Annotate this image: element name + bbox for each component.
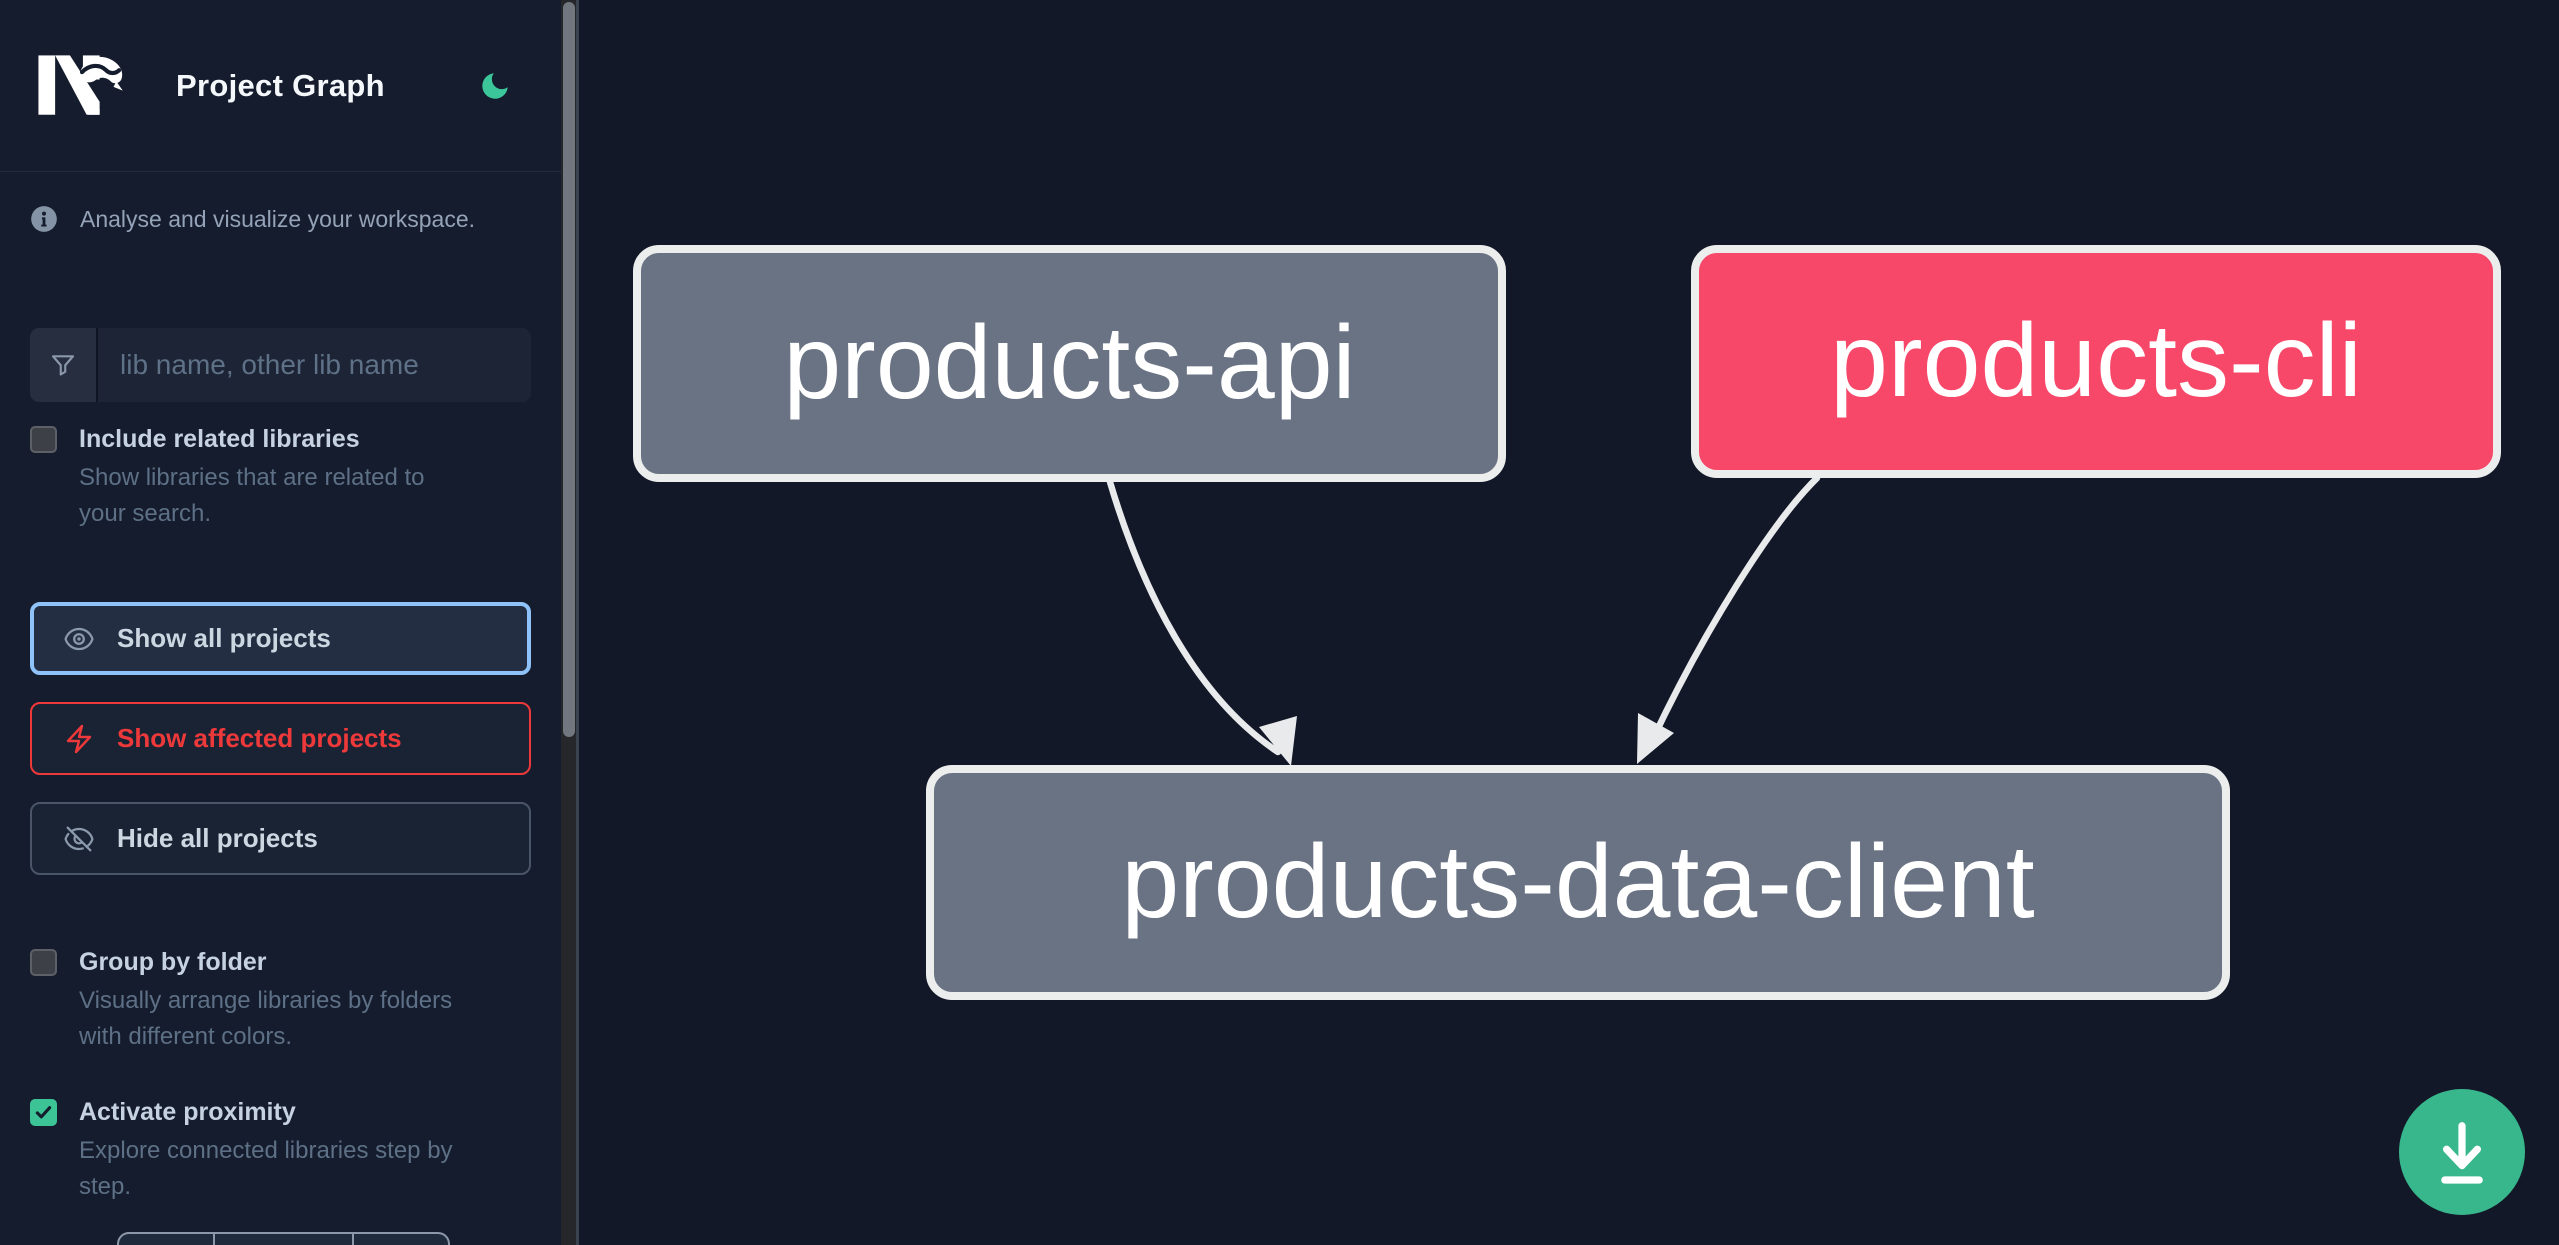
eye-off-icon bbox=[64, 826, 94, 851]
workspace-tagline: Analyse and visualize your workspace. bbox=[30, 205, 531, 233]
group-by-folder-description: Visually arrange libraries by folders wi… bbox=[79, 987, 453, 1050]
download-graph-button[interactable] bbox=[2399, 1089, 2525, 1215]
nx-logo-icon bbox=[38, 54, 123, 115]
page-title: Project Graph bbox=[176, 67, 385, 103]
node-products-data-client[interactable]: products-data-client bbox=[926, 765, 2230, 1000]
hide-all-projects-button[interactable]: Hide all projects bbox=[30, 802, 531, 875]
sidebar-header: Project Graph bbox=[0, 0, 561, 172]
include-related-checkbox[interactable] bbox=[30, 426, 57, 453]
activate-proximity-description: Explore connected libraries step by step… bbox=[79, 1137, 453, 1200]
node-label: products-api bbox=[783, 305, 1356, 421]
check-icon bbox=[35, 1106, 52, 1119]
project-actions: Show all projects Show affected projects… bbox=[30, 602, 531, 875]
activate-proximity-label: Activate proximity bbox=[79, 1098, 296, 1126]
sidebar-scrollbar-track[interactable] bbox=[561, 0, 576, 1245]
option-activate-proximity[interactable]: Activate proximity Explore connected lib… bbox=[30, 1097, 531, 1205]
sidebar-scrollbar-thumb[interactable] bbox=[562, 2, 575, 737]
include-related-label: Include related libraries bbox=[79, 425, 360, 453]
node-products-cli[interactable]: products-cli bbox=[1691, 245, 2501, 478]
proximity-value bbox=[213, 1234, 354, 1245]
search-box bbox=[30, 328, 531, 402]
group-by-folder-checkbox[interactable] bbox=[30, 949, 57, 976]
group-by-folder-label: Group by folder bbox=[79, 948, 267, 976]
show-affected-projects-label: Show affected projects bbox=[117, 723, 402, 753]
download-icon bbox=[2441, 1122, 2483, 1184]
info-icon bbox=[31, 206, 57, 232]
bolt-icon bbox=[66, 724, 92, 753]
proximity-increment-button[interactable] bbox=[354, 1234, 448, 1245]
sidebar-body: Analyse and visualize your workspace. In… bbox=[0, 205, 561, 1245]
proximity-decrement-button[interactable] bbox=[119, 1234, 213, 1245]
theme-toggle-button[interactable] bbox=[475, 66, 515, 106]
search-input[interactable] bbox=[98, 328, 531, 402]
node-label: products-cli bbox=[1830, 303, 2362, 419]
option-include-related[interactable]: Include related libraries Show libraries… bbox=[30, 424, 531, 532]
moon-icon bbox=[482, 72, 508, 99]
funnel-icon bbox=[51, 355, 75, 376]
eye-icon bbox=[64, 627, 94, 650]
show-affected-projects-button[interactable]: Show affected projects bbox=[30, 702, 531, 775]
tagline-text: Analyse and visualize your workspace. bbox=[80, 205, 476, 232]
graph-canvas[interactable] bbox=[579, 0, 2559, 1245]
search-icon-cell bbox=[30, 328, 98, 402]
activate-proximity-checkbox[interactable] bbox=[30, 1099, 57, 1126]
include-related-description: Show libraries that are related to your … bbox=[79, 464, 425, 527]
node-label: products-data-client bbox=[1121, 824, 2035, 940]
node-products-api[interactable]: products-api bbox=[633, 245, 1506, 482]
proximity-stepper bbox=[117, 1232, 450, 1245]
show-all-projects-button[interactable]: Show all projects bbox=[30, 602, 531, 675]
show-all-projects-label: Show all projects bbox=[117, 623, 331, 653]
hide-all-projects-label: Hide all projects bbox=[117, 823, 318, 853]
panel-divider bbox=[576, 0, 579, 1245]
option-group-by-folder[interactable]: Group by folder Visually arrange librari… bbox=[30, 947, 531, 1055]
sidebar: Project Graph Analyse and visualize your… bbox=[0, 0, 561, 1245]
